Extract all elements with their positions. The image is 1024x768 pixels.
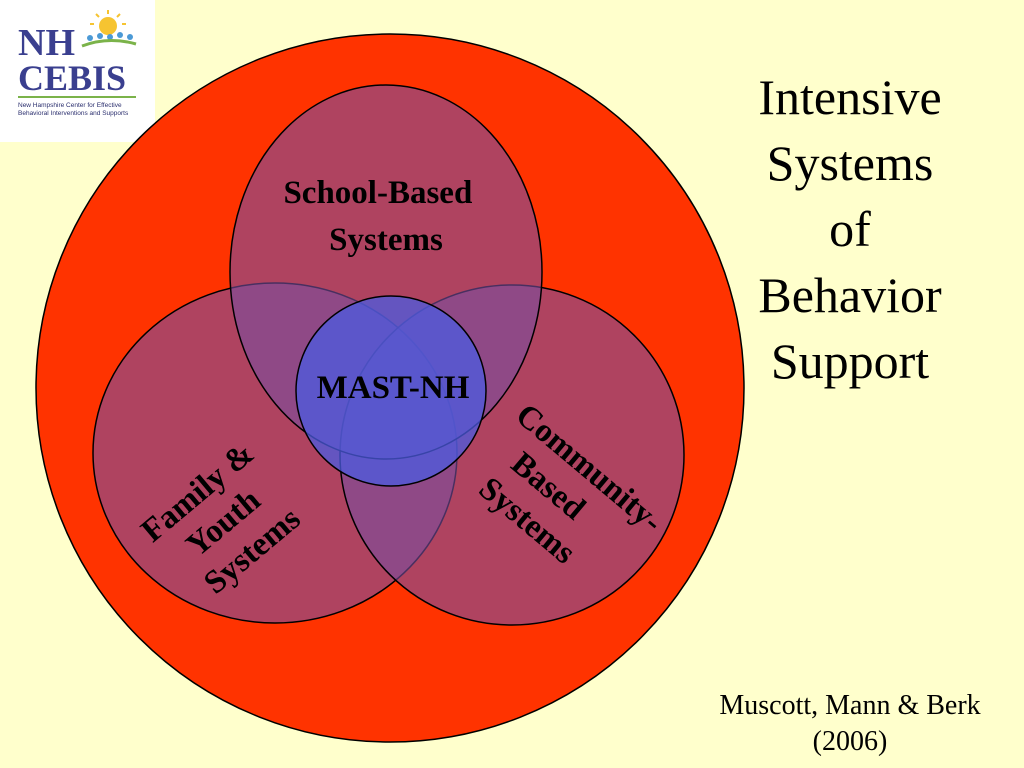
title-line-4: Behavior (758, 267, 942, 323)
logo-divider (18, 96, 136, 98)
logo-cebis-text: CEBIS (18, 58, 127, 98)
school-label-line-2: Systems (329, 222, 443, 258)
title-line-1: Intensive (758, 69, 942, 125)
center-circle (295, 295, 487, 487)
sun-icon (81, 10, 137, 48)
title-line-2: Systems (766, 135, 934, 191)
slide-title: Intensive Systems of Behavior Support (700, 64, 1000, 394)
school-label: School-Based Systems (283, 175, 480, 258)
school-label-line-1: School-Based (283, 175, 472, 211)
logo-subtitle-line-1: New Hampshire Center for Effective (18, 102, 122, 109)
title-line-3: of (829, 201, 871, 257)
nh-cebis-logo: NH CEBIS New Hampshire Center for Effect… (0, 0, 155, 142)
citation-year: (2006) (812, 726, 888, 757)
title-line-5: Support (770, 333, 930, 389)
citation-authors: Muscott, Mann & Berk (719, 690, 981, 721)
center-label: MAST-NH (317, 370, 470, 406)
logo-nh-text: NH (18, 22, 75, 64)
logo-subtitle-line-2: Behavioral Interventions and Supports (18, 110, 129, 118)
logo-subtitle: New Hampshire Center for Effective Behav… (18, 102, 148, 118)
citation: Muscott, Mann & Berk (2006) (680, 688, 1020, 760)
